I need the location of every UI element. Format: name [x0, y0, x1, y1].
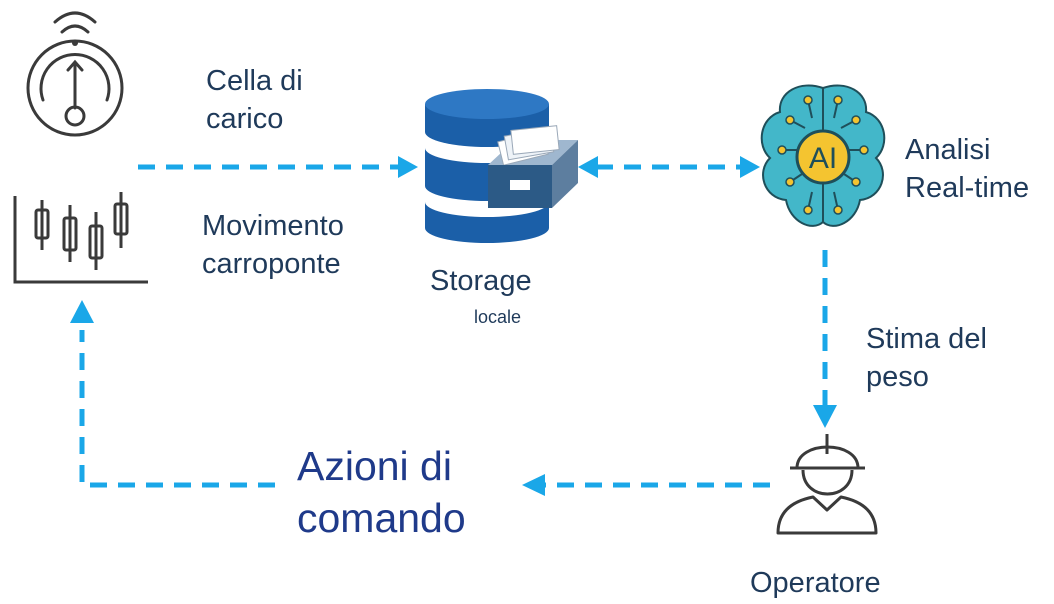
arrow-actions-to-sensors [79, 330, 275, 488]
label-command-actions: Azioni di comando [297, 443, 466, 541]
label-load-cell: Cella di carico [206, 65, 303, 135]
label-crane-movement: Movimento carroponte [202, 210, 344, 280]
label-operator: Operatore [750, 567, 881, 599]
label-storage-sub: locale [474, 307, 522, 327]
label-storage: Storage [430, 265, 532, 297]
flow-arrows [79, 164, 828, 488]
database-drawer-icon [425, 89, 578, 243]
ai-brain-icon: AI [760, 84, 886, 227]
wireless-gauge-icon [26, 11, 124, 137]
label-weight-estimate: Stima del peso [866, 323, 987, 393]
label-analysis: Analisi Real-time [905, 134, 1030, 204]
candlestick-chart-icon [13, 192, 148, 284]
worker-helmet-icon [776, 434, 878, 535]
ai-badge-text: AI [809, 142, 837, 175]
arrow-heads [70, 156, 837, 496]
